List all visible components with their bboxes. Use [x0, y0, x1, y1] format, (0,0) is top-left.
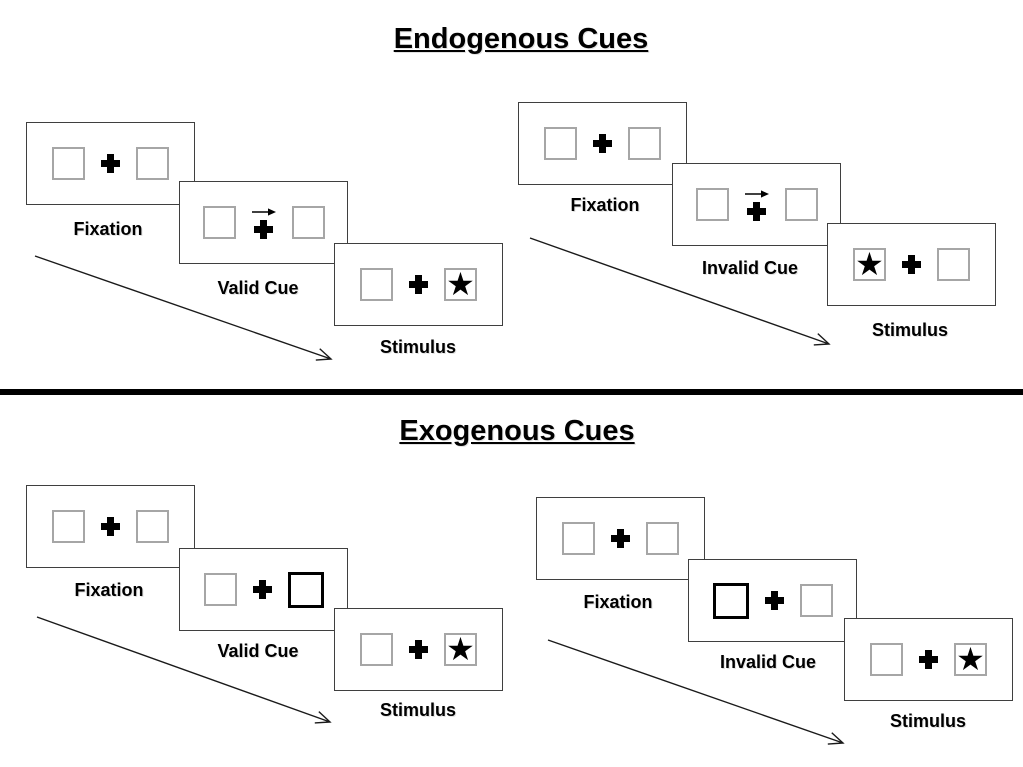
placeholder-box-left: [870, 643, 903, 676]
endo-valid-cue-panel: [179, 181, 348, 264]
target-box-right: ★: [954, 643, 987, 676]
placeholder-box-left: [360, 633, 393, 666]
placeholder-box-right: [291, 206, 325, 239]
panel-label-fixation: Fixation: [570, 195, 640, 215]
placeholder-box-left: [562, 522, 595, 555]
placeholder-box-right: [784, 188, 818, 221]
fixation-cross-icon: [101, 517, 120, 536]
panel-label-stimulus: Stimulus: [871, 320, 949, 340]
panel-label-stimulus: Stimulus: [379, 337, 457, 357]
target-star-icon: ★: [855, 245, 884, 283]
endo-valid-fixation-panel: [26, 122, 195, 205]
fixation-cross-icon: [409, 275, 428, 294]
fixation-cross-icon: [101, 154, 120, 173]
target-star-icon: ★: [956, 640, 985, 678]
placeholder-box-right: [937, 248, 970, 281]
cued-box-left: [712, 582, 749, 619]
section-title-endogenous: Endogenous Cues: [393, 23, 649, 55]
panel-label-valid-cue: Valid Cue: [217, 278, 299, 298]
panel-label-fixation: Fixation: [583, 592, 653, 612]
target-box-left: ★: [853, 248, 886, 281]
fixation-cross-icon: [252, 580, 272, 599]
placeholder-box-left: [52, 510, 85, 543]
exo-valid-stimulus-panel: ★: [334, 608, 503, 691]
placeholder-box-left: [202, 206, 236, 239]
endo-invalid-stimulus-panel: ★: [827, 223, 996, 306]
placeholder-box-left: [695, 188, 729, 221]
panel-label-valid-cue: Valid Cue: [217, 641, 299, 661]
placeholder-box-left: [203, 573, 237, 606]
placeholder-box-left: [360, 268, 393, 301]
endo-valid-stimulus-panel: ★: [334, 243, 503, 326]
target-box-right: ★: [444, 268, 477, 301]
placeholder-box-right: [799, 584, 833, 617]
fixation-cross-icon: [611, 529, 630, 548]
cued-box-right: [287, 571, 324, 608]
fixation-cross-icon: [764, 591, 784, 610]
exo-invalid-fixation-panel: [536, 497, 705, 580]
placeholder-box-left: [52, 147, 85, 180]
cue-arrow-icon: [251, 207, 276, 216]
fixation-cross-icon: [254, 219, 273, 239]
exo-invalid-stimulus-panel: ★: [844, 618, 1013, 701]
target-star-icon: ★: [446, 630, 475, 668]
panel-label-stimulus: Stimulus: [889, 711, 967, 731]
panel-label-stimulus: Stimulus: [379, 700, 457, 720]
endo-invalid-sequence-arrow: [529, 237, 831, 346]
placeholder-box-right: [136, 510, 169, 543]
section-divider: [0, 389, 1023, 395]
fixation-cross-icon: [747, 201, 766, 221]
target-box-right: ★: [444, 633, 477, 666]
fixation-cross-icon: [902, 255, 921, 274]
exo-invalid-cue-panel: [688, 559, 857, 642]
exo-valid-fixation-panel: [26, 485, 195, 568]
endo-invalid-cue-panel: [672, 163, 841, 246]
placeholder-box-right: [646, 522, 679, 555]
fixation-cross-icon: [919, 650, 938, 669]
fixation-cross-icon: [409, 640, 428, 659]
panel-label-invalid-cue: Invalid Cue: [719, 652, 817, 672]
section-title-exogenous: Exogenous Cues: [399, 415, 635, 447]
exo-valid-sequence-arrow: [36, 616, 332, 724]
placeholder-box-left: [544, 127, 577, 160]
panel-label-invalid-cue: Invalid Cue: [701, 258, 799, 278]
panel-label-fixation: Fixation: [73, 219, 143, 239]
target-star-icon: ★: [446, 265, 475, 303]
placeholder-box-right: [628, 127, 661, 160]
panel-label-fixation: Fixation: [74, 580, 144, 600]
cue-arrow-icon: [744, 189, 769, 198]
endo-valid-sequence-arrow: [34, 255, 333, 361]
exo-valid-cue-panel: [179, 548, 348, 631]
fixation-cross-icon: [593, 134, 612, 153]
placeholder-box-right: [136, 147, 169, 180]
endo-invalid-fixation-panel: [518, 102, 687, 185]
